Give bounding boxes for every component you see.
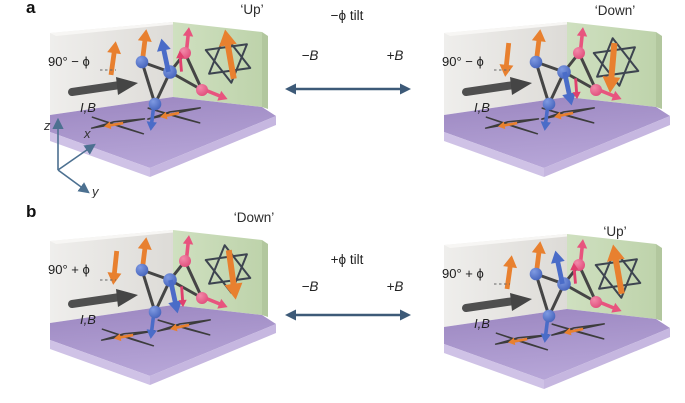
tilt-label-b: +ϕ tilt [330,252,364,267]
field-pos-b-a: +B [386,48,404,63]
current-field-label: I,B [474,316,490,331]
room-walls-floor [50,230,276,385]
state-label-b-right: ‘Up’ [603,224,627,239]
panel-b-letter: b [26,202,37,221]
panel-a-letter: a [26,0,36,17]
wall-angle-label: 90° + ϕ [48,262,90,277]
current-field-label: I,B [80,100,96,115]
wall-angle-label: 90° − ϕ [442,54,484,69]
state-label-a-left: ‘Up’ [240,2,264,17]
axes-triad-icon: z x y [43,117,100,198]
reversal-double-arrow-icon [285,309,411,321]
axis-x-label: x [83,126,91,141]
state-label-b-left: ‘Down’ [233,210,275,225]
axis-y-label: y [91,184,100,198]
axis-z-label: z [43,118,51,133]
scene-a-left-up: 90° − ϕ I,B [48,22,276,177]
wall-angle-label: 90° − ϕ [48,54,90,69]
reversal-double-arrow-icon [285,83,411,95]
field-neg-b-a: −B [301,48,319,63]
field-pos-b-b: +B [386,279,404,294]
scene-b-right-up: 90° + ϕ I,B [442,234,670,389]
current-field-label: I,B [80,312,96,327]
field-neg-b-b: −B [301,279,319,294]
state-label-a-right: ‘Down’ [594,3,636,18]
scene-a-right-down: 90° − ϕ I,B [442,22,670,177]
scene-b-left-down: 90° + ϕ I,B [48,230,276,385]
tilt-label-a: −ϕ tilt [330,8,364,23]
wall-angle-label: 90° + ϕ [442,266,484,281]
current-field-label: I,B [474,100,490,115]
